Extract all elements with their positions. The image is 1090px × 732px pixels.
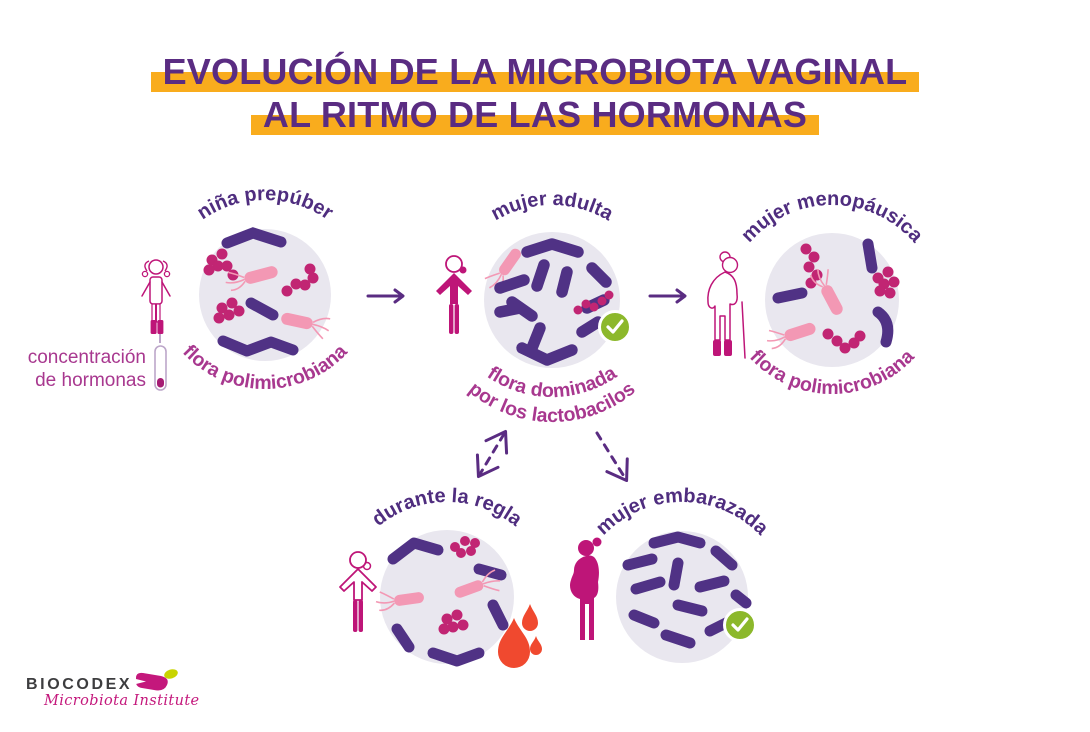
hormone-label-line2: de hormonas <box>35 370 146 392</box>
pregnant-woman-pictogram <box>570 537 602 640</box>
hormone-tube-icon <box>154 345 167 391</box>
svg-text:mujer adulta: mujer adulta <box>488 188 618 226</box>
microbiota-circle <box>380 530 514 664</box>
checkmark-icon <box>723 608 757 642</box>
brand-logo-mark-icon <box>136 669 178 691</box>
stage-prepuber-label: niña prepúber <box>193 183 337 224</box>
stage-regla-label: durante la regla <box>368 485 527 531</box>
title-line-2: AL RITMO DE LAS HORMONAS <box>250 97 820 136</box>
bacteria-lactobacilli <box>484 238 614 366</box>
bacteria-polymicrobial <box>375 536 509 667</box>
svg-text:niña prepúber: niña prepúber <box>193 183 337 224</box>
brand-subtitle: Microbiota Institute <box>44 693 200 709</box>
microbiota-circle <box>199 229 331 361</box>
stage-adulta-label: mujer adulta <box>488 188 618 226</box>
bacteria-lactobacilli <box>622 531 752 649</box>
brand-name: BIOCODEX <box>26 676 133 693</box>
bacteria-polymicrobial <box>203 227 331 357</box>
bacteria-polymicrobial <box>766 238 900 354</box>
stage-prepuber-diagram: niña prepúber flora polimicrobiana <box>178 183 351 394</box>
elderly-woman-pictogram <box>707 251 746 359</box>
stage-menopausica-diagram: mujer menopáusica flora polimicrobiana <box>737 188 928 399</box>
stage-embarazada-diagram: mujer embarazada <box>592 485 773 663</box>
hormone-concentration-label: concentración de hormonas <box>16 346 146 392</box>
dotted-connector <box>159 334 161 343</box>
stage-regla-diagram: durante la regla <box>368 485 527 667</box>
girl-pictogram <box>141 259 171 334</box>
arrow-right-icon <box>366 288 405 304</box>
brand-logo: BIOCODEX Microbiota Institute <box>26 668 200 709</box>
checkmark-icon <box>598 310 632 344</box>
dashed-double-arrow <box>475 429 509 479</box>
title-line-1: EVOLUCIÓN DE LA MICROBIOTA VAGINAL <box>150 54 920 93</box>
hormone-label-line1: concentración <box>27 347 146 368</box>
page-title: EVOLUCIÓN DE LA MICROBIOTA VAGINAL AL RI… <box>0 52 1080 138</box>
svg-text:durante la regla: durante la regla <box>368 485 527 531</box>
stage-adulta-diagram: mujer adulta flora dominada por los lact… <box>465 188 640 427</box>
blood-drops-icon <box>498 604 542 668</box>
menstruating-woman-pictogram <box>339 551 377 632</box>
arrow-right-icon <box>648 288 687 304</box>
dashed-arrow-down-right <box>595 431 629 483</box>
dashed-arrows <box>475 429 629 483</box>
adult-woman-pictogram <box>436 255 472 334</box>
